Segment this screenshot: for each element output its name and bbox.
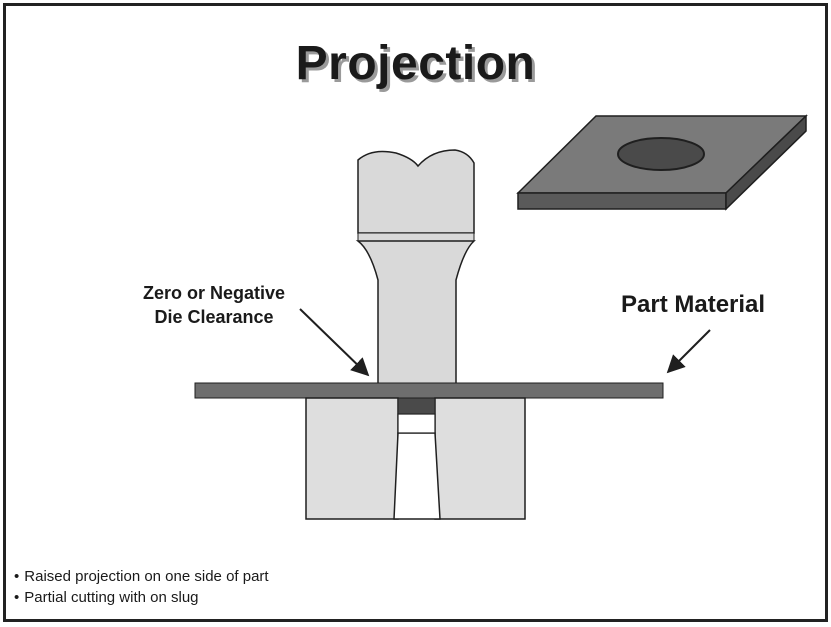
bullet-list: Raised projection on one side of part Pa… <box>14 566 269 608</box>
die-land <box>397 413 436 434</box>
partial-slug-projection <box>397 397 436 415</box>
die-right-block <box>434 397 526 520</box>
die-opening <box>393 432 441 520</box>
plate-side-face <box>725 114 807 211</box>
punch <box>355 149 476 391</box>
part-material-arrow <box>666 329 711 374</box>
plate-projection-hole <box>617 137 705 171</box>
finished-part-plate <box>516 114 808 211</box>
punch-shank <box>357 149 475 234</box>
slide-title: Projection <box>295 37 536 90</box>
clearance-label: Zero or Negative Die Clearance <box>124 281 304 329</box>
bullet-item: Partial cutting with on slug <box>14 587 269 608</box>
die <box>305 397 526 520</box>
punch-collar <box>357 232 475 242</box>
part-material-strip <box>194 382 664 399</box>
clearance-label-line1: Zero or Negative <box>142 283 286 303</box>
plate-front-face <box>517 192 727 210</box>
clearance-arrow <box>299 308 370 377</box>
clearance-label-line2: Die Clearance <box>154 307 274 327</box>
part-material-label: Part Material <box>621 291 766 318</box>
die-left-block <box>305 397 399 520</box>
punch-neck <box>355 240 476 391</box>
bullet-item: Raised projection on one side of part <box>14 566 268 587</box>
